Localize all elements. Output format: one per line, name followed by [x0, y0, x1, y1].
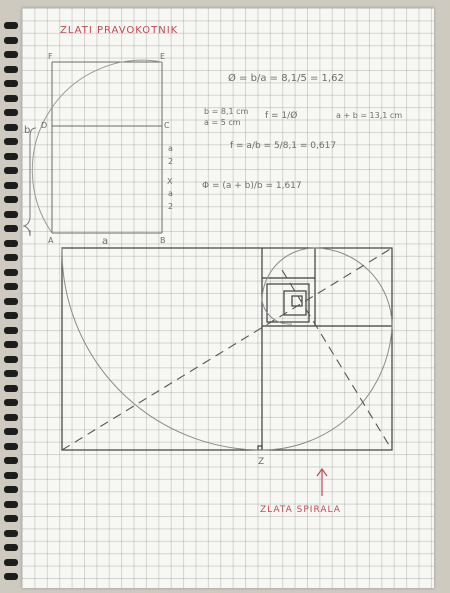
- binding-ring: [4, 167, 18, 174]
- binding-ring: [4, 254, 18, 261]
- binding-ring: [4, 442, 18, 450]
- binding-ring: [4, 326, 18, 334]
- binding-ring: [4, 341, 18, 348]
- diagonal-dashed-2: [281, 269, 393, 451]
- binding-ring: [4, 94, 18, 102]
- binding-ring: [4, 65, 18, 73]
- diagonal-dashed-1: [61, 247, 393, 451]
- binding-ring: [4, 239, 18, 247]
- spiral-arc-3: [314, 247, 393, 327]
- binding-ring: [4, 399, 18, 406]
- a-bottom-label: a: [102, 236, 109, 247]
- binding-ring: [4, 51, 18, 58]
- point-d-label: D: [41, 121, 48, 130]
- spiral-arrow-head: [316, 467, 328, 477]
- binding-ring: [4, 210, 18, 218]
- big-phi-formula: Φ = (a + b)/b = 1,617: [202, 181, 302, 191]
- binding-ring: [4, 297, 18, 305]
- binding-ring: [4, 36, 18, 44]
- binding-ring: [4, 573, 18, 580]
- binding-ring: [4, 529, 18, 537]
- binding-ring: [4, 384, 18, 392]
- point-e-label: E: [160, 52, 166, 61]
- point-a-label: A: [48, 236, 54, 245]
- binding-ring: [4, 544, 18, 551]
- binding-ring: [4, 138, 18, 145]
- binding-ring: [4, 370, 18, 377]
- a-value-text: a = 5 cm: [204, 118, 241, 127]
- binding-ring: [4, 181, 18, 189]
- binding-ring: [4, 413, 18, 421]
- spiral-arc-4: [261, 247, 316, 301]
- half-bottom-denominator: 2: [168, 202, 174, 211]
- spiral-arc-5: [261, 299, 293, 325]
- b-side-label: b: [24, 125, 31, 136]
- point-z-label: Z: [258, 457, 265, 467]
- point-b-label: B: [160, 236, 166, 245]
- spiral-label-text: ZLATA SPIRALA: [260, 505, 341, 515]
- spiral-arc-2: [261, 325, 393, 451]
- half-top-denominator: 2: [168, 157, 174, 166]
- point-c-label: C: [164, 121, 170, 130]
- binding-ring: [4, 268, 18, 276]
- binding-ring: [4, 196, 18, 203]
- binding-ring: [4, 428, 18, 435]
- binding-ring: [4, 515, 18, 522]
- b-brace: [22, 127, 37, 237]
- binding-ring: [4, 225, 18, 232]
- spiral-arc-1: [61, 247, 263, 451]
- half-top-numerator: a: [168, 144, 173, 153]
- binding-ring: [4, 457, 18, 464]
- inner-square-small: [283, 290, 307, 316]
- binding-ring: [4, 558, 18, 566]
- heading-text: ZLATI PRAVOKOTNIK: [60, 25, 179, 36]
- binding-ring: [4, 471, 18, 479]
- binding-ring: [4, 22, 18, 29]
- binding-ring: [4, 152, 18, 160]
- point-f-label: F: [48, 52, 53, 61]
- binding-ring: [4, 283, 18, 290]
- golden-rectangle: [61, 247, 393, 451]
- grid-paper-page: ZLATI PRAVOKOTNIK F E D C X A B Z b a a …: [22, 8, 434, 588]
- b-value-text: b = 8,1 cm: [204, 107, 249, 116]
- small-phi-formula: f = a/b = 5/8,1 = 0,617: [230, 141, 337, 151]
- geometry-drawing: [22, 59, 393, 496]
- sum-formula: a + b = 13,1 cm: [336, 111, 403, 120]
- half-bottom-numerator: a: [168, 189, 173, 198]
- binding-ring: [4, 355, 18, 363]
- binding-ring: [4, 500, 18, 508]
- binding-ring: [4, 312, 18, 319]
- construction-arc: [31, 59, 163, 234]
- binding-ring: [4, 80, 18, 87]
- binding-ring: [4, 123, 18, 131]
- binding-ring: [4, 486, 18, 493]
- inverse-formula: f = 1/Ø: [265, 111, 298, 121]
- phi-ratio-formula: Ø = b/a = 8,1/5 = 1,62: [228, 73, 344, 84]
- binding-ring: [4, 109, 18, 116]
- point-x-label: X: [167, 177, 173, 186]
- inner-square: [266, 283, 310, 323]
